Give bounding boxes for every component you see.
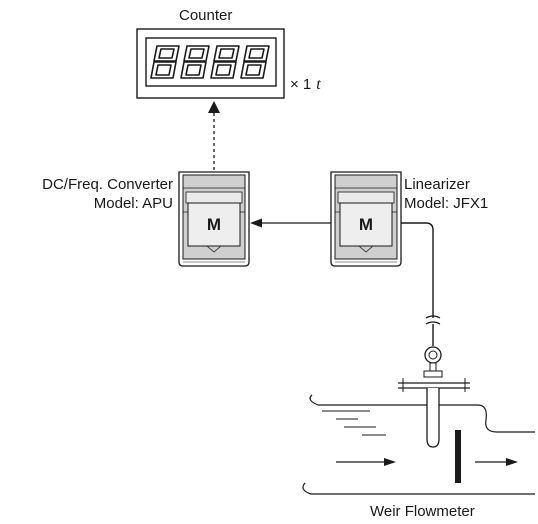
converter-name: DC/Freq. Converter [42,176,173,193]
flowmeter-name: Weir Flowmeter [370,503,475,520]
counter-title: Counter [179,7,233,24]
linearizer-model: Model: JFX1 [404,195,489,212]
sensor-cable [401,222,441,346]
analog-signal-arrow [250,218,331,228]
weir-channel [302,394,535,495]
multiplier-unit: t [316,76,321,93]
converter-badge: M [206,215,222,234]
pulse-signal-line [208,101,220,170]
digit-1 [150,45,180,79]
linearizer-name: Linearizer [404,176,470,193]
linearizer-badge: M [358,215,374,234]
multiplier-symbol: × 1 [290,76,312,93]
digit-4 [240,45,270,79]
converter-model: Model: APU [93,195,173,212]
level-sensor [398,346,470,448]
converter-device [178,171,250,267]
linearizer-device [330,171,402,267]
digit-2 [180,45,210,79]
counter-digits [150,45,270,79]
digit-3 [210,45,240,79]
